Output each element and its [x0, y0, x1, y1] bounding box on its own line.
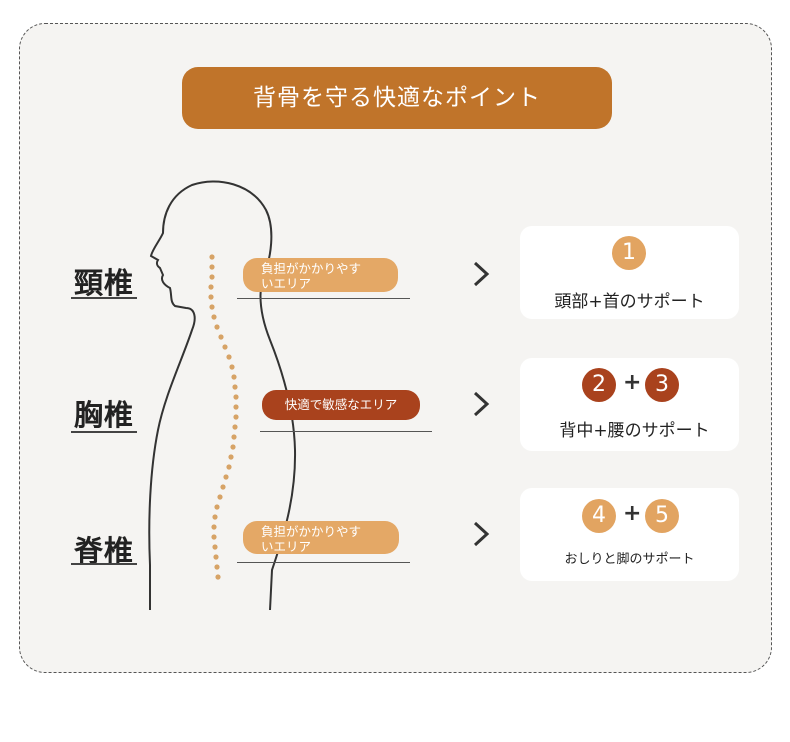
callout-pill-cervical: 負担がかかりやす いエリア — [243, 258, 398, 292]
region-label-lumbar: 脊椎 — [74, 534, 135, 568]
chevron-right-icon — [473, 391, 490, 417]
support-card-hips-legs: 4 + 5 おしりと脚のサポート — [520, 488, 739, 581]
support-card-text: おしりと脚のサポート — [564, 552, 695, 567]
chevron-right-icon — [473, 521, 490, 547]
callout-underline — [237, 562, 410, 564]
callout-underline — [237, 298, 410, 300]
region-label-thoracic: 胸椎 — [74, 398, 135, 432]
region-underline — [71, 297, 137, 299]
title-banner: 背骨を守る快適なポイント — [182, 67, 612, 129]
callout-pill-thoracic: 快適で敏感なエリア — [262, 390, 420, 420]
callout-underline — [260, 431, 432, 433]
number-badge: 2 — [582, 368, 616, 402]
number-badge: 3 — [645, 368, 679, 402]
callout-pill-lumbar: 負担がかかりやす いエリア — [243, 521, 399, 554]
callout-text-line: 負担がかかりやす — [261, 261, 362, 276]
callout-text-line: いエリア — [261, 276, 312, 291]
spine-dots — [208, 254, 239, 580]
support-card-back-waist: 2 + 3 背中+腰のサポート — [520, 358, 739, 451]
support-card-text: 背中+腰のサポート — [559, 421, 710, 441]
plus-sign: + — [623, 370, 642, 395]
support-card-text: 頭部+首のサポート — [554, 292, 705, 312]
support-card-head-neck: 1 頭部+首のサポート — [520, 226, 739, 319]
callout-text-line: 負担がかかりやす — [261, 524, 362, 539]
number-badge: 4 — [582, 499, 616, 533]
number-badge: 1 — [612, 236, 646, 270]
number-badge: 5 — [645, 499, 679, 533]
plus-sign: + — [623, 501, 642, 526]
callout-text-line: いエリア — [261, 539, 312, 554]
region-label-cervical: 頸椎 — [74, 266, 135, 300]
region-underline — [71, 563, 137, 565]
chevron-right-icon — [473, 261, 490, 287]
region-underline — [71, 431, 137, 433]
